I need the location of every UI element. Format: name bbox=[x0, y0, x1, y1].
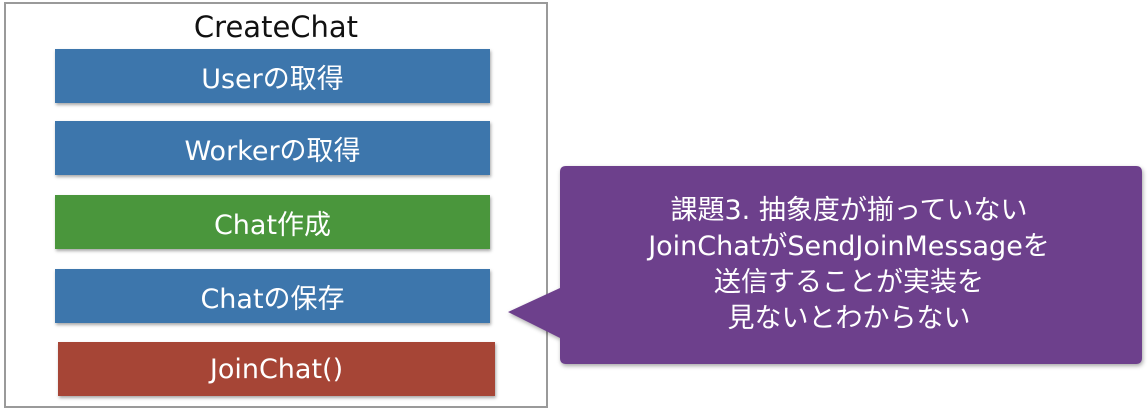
callout-line: 送信することが実装を bbox=[714, 267, 984, 298]
callout-line: JoinChatがSendJoinMessageを bbox=[648, 231, 1050, 262]
step-get-worker: Workerの取得 bbox=[55, 121, 490, 175]
callout-line: 課題3. 抽象度が揃っていない bbox=[670, 195, 1028, 226]
step-label: JoinChat() bbox=[209, 353, 344, 385]
step-join-chat: JoinChat() bbox=[58, 342, 495, 396]
step-label: Workerの取得 bbox=[184, 135, 361, 167]
callout-line: 見ないとわからない bbox=[727, 303, 971, 334]
step-save-chat: Chatの保存 bbox=[55, 269, 490, 323]
step-label: Userの取得 bbox=[201, 63, 344, 95]
callout-text: 課題3. 抽象度が揃っていない JoinChatがSendJoinMessage… bbox=[556, 166, 1142, 364]
step-label: Chatの保存 bbox=[200, 283, 345, 315]
step-create-chat: Chat作成 bbox=[55, 195, 490, 249]
container-title: CreateChat bbox=[193, 10, 359, 44]
callout-bubble bbox=[508, 166, 1142, 364]
step-get-user: Userの取得 bbox=[55, 49, 490, 103]
step-label: Chat作成 bbox=[213, 209, 332, 241]
callout-shape bbox=[508, 166, 1142, 364]
